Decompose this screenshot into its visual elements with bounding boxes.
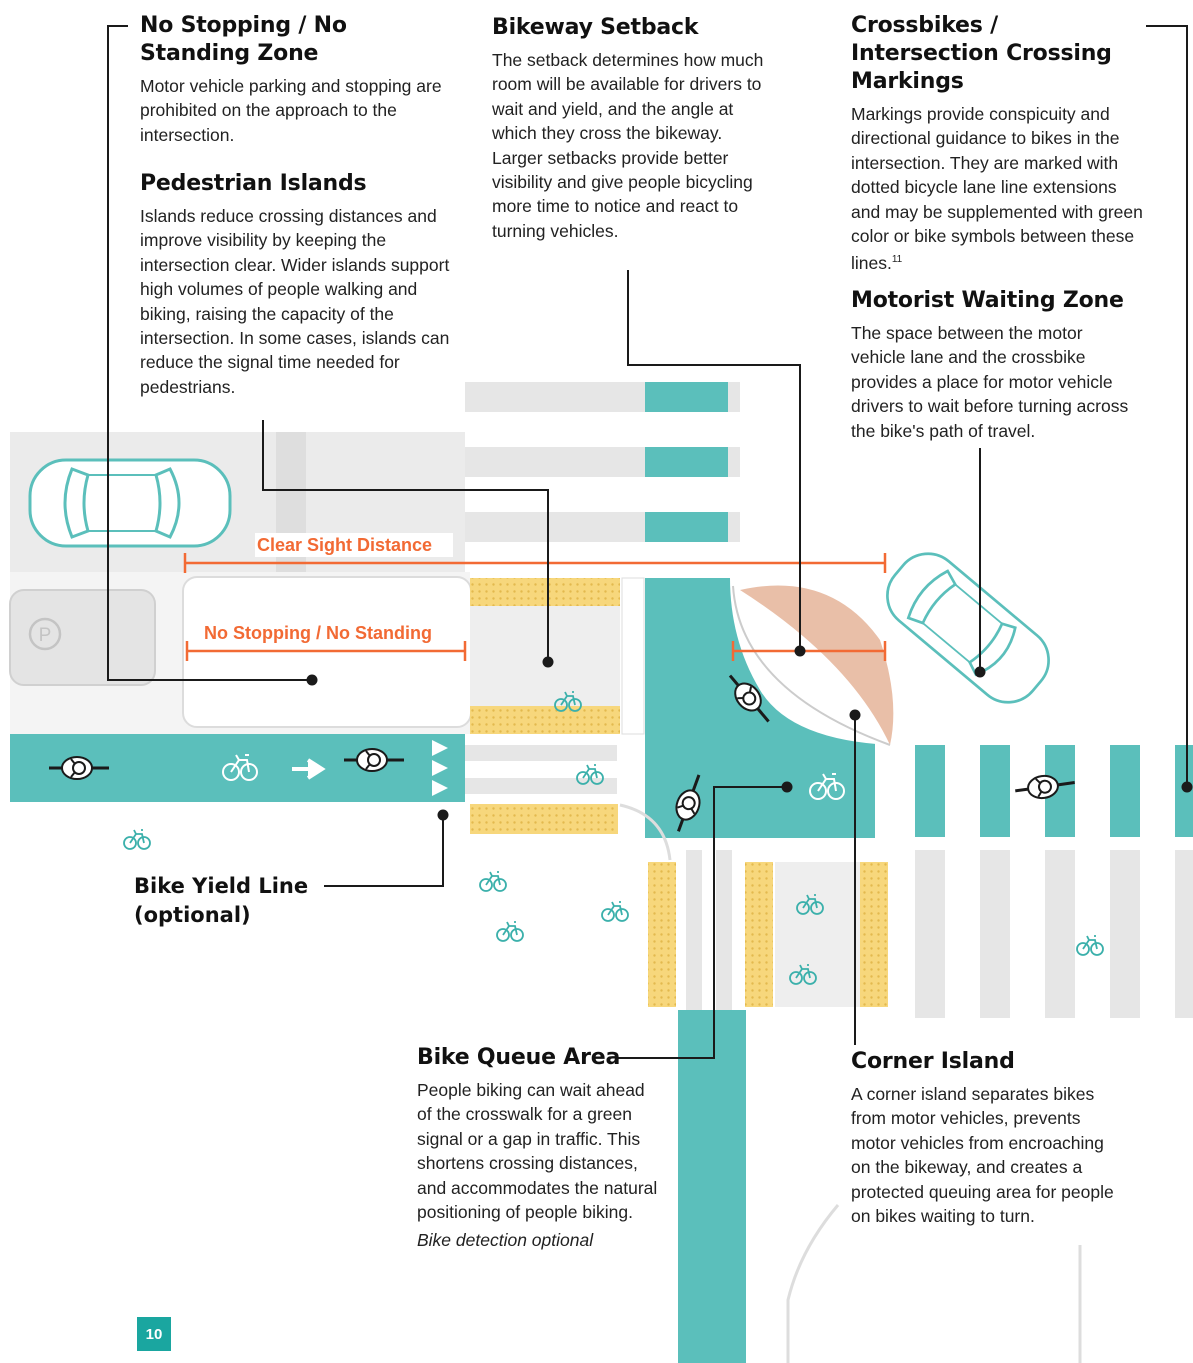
callout-heading: Corner Island — [851, 1049, 1015, 1074]
page-number: 10 — [137, 1317, 171, 1351]
curb-line — [786, 1204, 840, 1363]
callout-heading: Pedestrian Islands — [140, 171, 367, 196]
callout-bike-yield-line: Bike Yield Line (optional) — [134, 872, 334, 930]
callout-text: Motor vehicle parking and stopping are p… — [140, 76, 442, 145]
parking-lane: P — [9, 589, 156, 686]
arrow-icon — [292, 758, 326, 780]
callout-heading: Crossbikes / Intersection Crossing Marki… — [851, 13, 1112, 94]
callout-note: Bike detection optional — [417, 1230, 594, 1251]
callout-heading: No Stopping / No Standing Zone — [140, 13, 347, 66]
callout-text: People biking can wait ahead of the cros… — [417, 1080, 658, 1223]
setback-area — [740, 585, 894, 745]
callout-heading-sub: (optional) — [134, 903, 251, 927]
leader-dots — [306, 645, 1193, 821]
no-stopping-standing-label: No Stopping / No Standing — [204, 623, 432, 643]
callout-text: Markings provide conspicuity and directi… — [851, 104, 1143, 274]
yield-triangle-icon — [432, 740, 448, 796]
callout-bike-queue: Bike Queue Area People biking can wait a… — [417, 1044, 662, 1253]
curb-line — [619, 803, 672, 861]
callout-heading: Bikeway Setback — [492, 15, 699, 40]
footnote-marker: 11 — [891, 254, 903, 266]
leader-lines — [107, 25, 1188, 1059]
callout-no-stopping: No Stopping / No Standing Zone Motor veh… — [140, 12, 450, 147]
callout-heading: Bike Queue Area — [417, 1045, 621, 1070]
island-lower-tactile — [470, 804, 618, 834]
parking-symbol: P — [39, 625, 52, 646]
clear-sight-label: Clear Sight Distance — [257, 535, 432, 555]
callout-heading: Bike Yield Line — [134, 874, 309, 898]
callout-text: The setback determines how much room wil… — [492, 50, 764, 241]
callout-motorist-waiting: Motorist Waiting Zone The space between … — [851, 287, 1141, 443]
callout-crossbikes: Crossbikes / Intersection Crossing Marki… — [851, 12, 1146, 276]
callout-heading: Motorist Waiting Zone — [851, 288, 1124, 313]
callout-pedestrian-islands: Pedestrian Islands Islands reduce crossi… — [140, 170, 450, 399]
callout-bikeway-setback: Bikeway Setback The setback determines h… — [492, 14, 767, 243]
callout-text: The space between the motor vehicle lane… — [851, 323, 1129, 441]
north-crosswalk — [465, 382, 740, 542]
parking-icon — [28, 617, 62, 651]
south-crosswalk — [648, 850, 888, 1010]
dimension-lines — [183, 553, 887, 661]
pedestrian-island — [470, 577, 645, 735]
callout-text: Islands reduce crossing distances and im… — [140, 206, 450, 397]
callout-corner-island: Corner Island A corner island separates … — [851, 1048, 1126, 1228]
callout-text: A corner island separates bikes from mot… — [851, 1084, 1114, 1227]
